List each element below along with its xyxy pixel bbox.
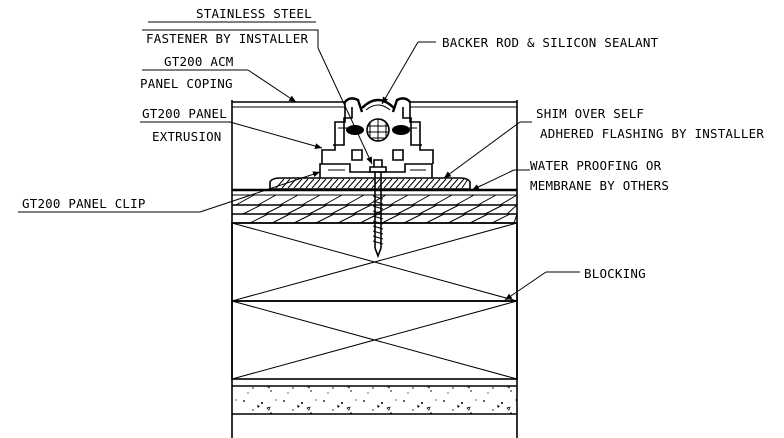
stainless-fastener bbox=[369, 159, 387, 259]
label-shim-line2: ADHERED FLASHING BY INSTALLER bbox=[540, 126, 764, 141]
label-water-line1: WATER PROOFING OR bbox=[530, 158, 662, 173]
label-stainless-steel: STAINLESS STEEL bbox=[196, 6, 312, 21]
concrete-base bbox=[232, 385, 517, 415]
right-panel-extrusion bbox=[391, 97, 434, 164]
label-acm-line1: GT200 ACM bbox=[164, 54, 234, 69]
panel-clip bbox=[319, 163, 433, 178]
blocking-boxes bbox=[231, 222, 518, 380]
label-shim-line1: SHIM OVER SELF bbox=[536, 106, 644, 121]
label-panel-clip: GT200 PANEL CLIP bbox=[22, 196, 146, 211]
backer-rod bbox=[346, 118, 410, 142]
label-fastener-by-installer: FASTENER BY INSTALLER bbox=[146, 31, 309, 46]
label-panel-line1: GT200 PANEL bbox=[142, 106, 227, 121]
callout-labels: STAINLESS STEEL FASTENER BY INSTALLER BA… bbox=[22, 6, 764, 281]
label-panel-line2: EXTRUSION bbox=[152, 129, 222, 144]
silicon-sealant bbox=[361, 98, 395, 111]
label-acm-line2: PANEL COPING bbox=[140, 76, 233, 91]
shim-plate bbox=[269, 177, 471, 190]
left-panel-extrusion bbox=[321, 97, 364, 164]
label-blocking: BLOCKING bbox=[584, 266, 646, 281]
wall-assembly bbox=[231, 100, 518, 438]
label-backer-rod: BACKER ROD & SILICON SEALANT bbox=[442, 35, 659, 50]
label-water-line2: MEMBRANE BY OTHERS bbox=[530, 178, 669, 193]
leader-lines bbox=[18, 21, 580, 301]
